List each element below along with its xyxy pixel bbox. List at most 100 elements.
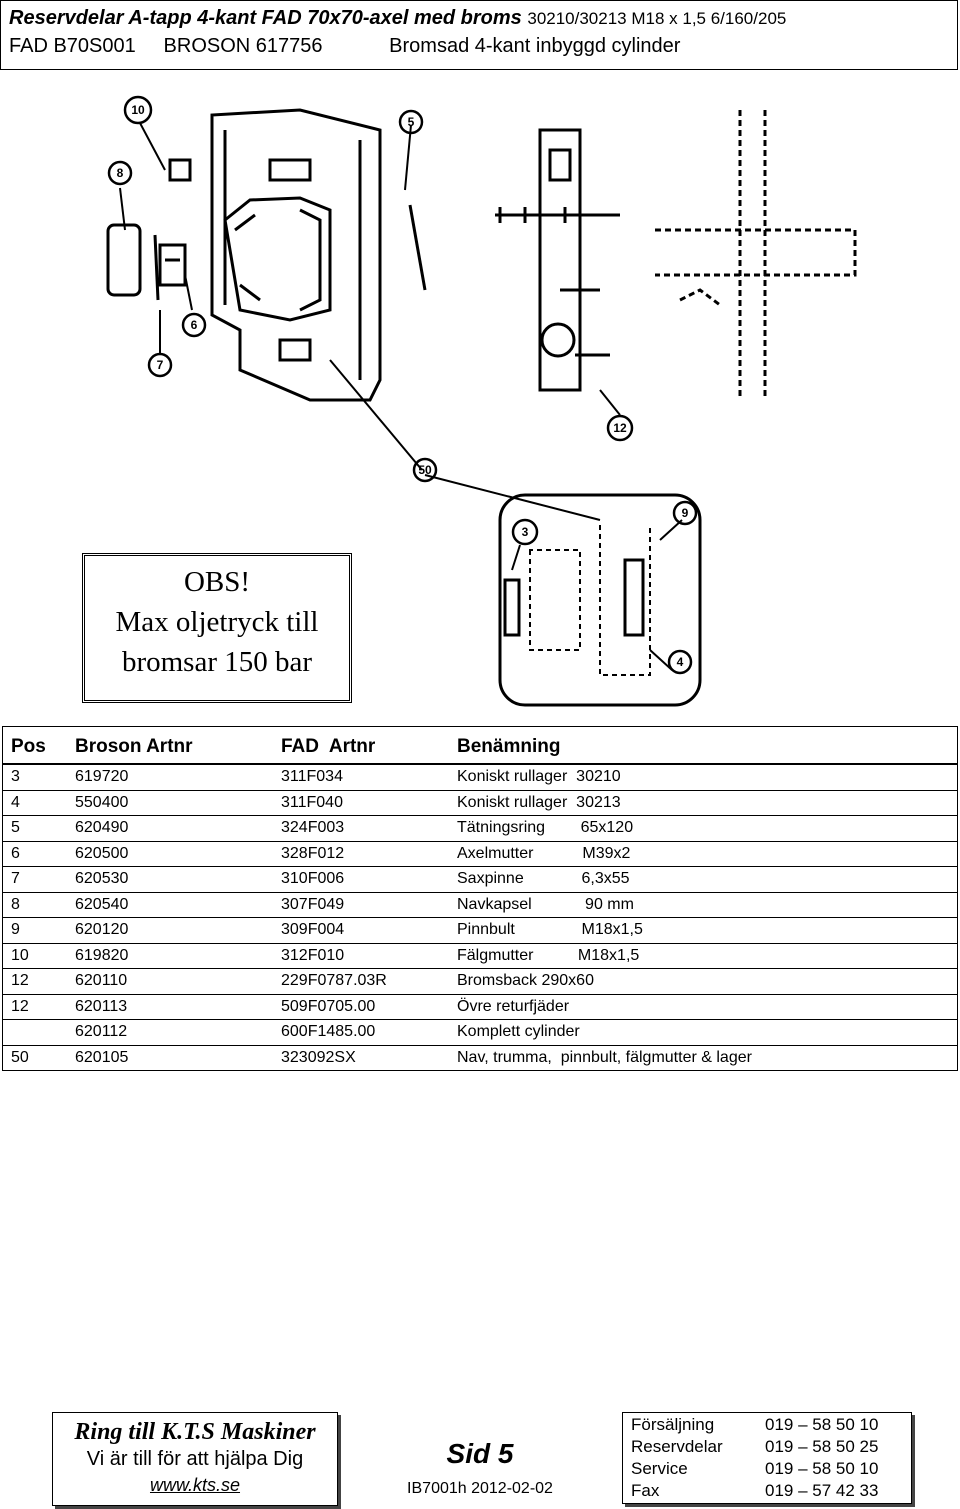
cell-fad-artnr: 310F006 <box>273 866 449 893</box>
cell-benamning: Pinnbult M18x1,5 <box>449 917 958 944</box>
document-spec: 30210/30213 M18 x 1,5 6/160/205 <box>527 9 787 28</box>
cell-broson-artnr: 620540 <box>67 892 273 918</box>
callout-6: 6 <box>191 318 198 332</box>
document-header: Reservdelar A-tapp 4-kant FAD 70x70-axel… <box>0 0 958 70</box>
contact-label: Service <box>631 1459 688 1478</box>
cell-broson-artnr: 620113 <box>67 994 273 1020</box>
cell-broson-artnr: 619720 <box>67 763 273 791</box>
cell-pos: 12 <box>2 994 67 1020</box>
cell-benamning: Övre returfjäder <box>449 994 958 1020</box>
cell-fad-artnr: 600F1485.00 <box>273 1019 449 1046</box>
callout-8: 8 <box>117 166 124 180</box>
contact-phone: 019 – 58 50 25 <box>765 1437 879 1456</box>
notice-line-2: Max oljetryck till <box>115 606 319 638</box>
cell-broson-artnr: 620105 <box>67 1045 273 1071</box>
company-callout: Ring till K.T.S Maskiner <box>74 1419 316 1445</box>
cell-benamning: Komplett cylinder <box>449 1019 958 1046</box>
detail-inset-drawing <box>498 493 702 707</box>
cell-pos: 3 <box>2 763 67 791</box>
callout-5: 5 <box>408 115 415 129</box>
cell-benamning: Nav, trumma, pinnbult, fälgmutter & lage… <box>449 1045 958 1071</box>
website-link[interactable]: www.kts.se <box>149 1475 241 1495</box>
cell-pos: 4 <box>2 790 67 816</box>
contact-label: Fax <box>631 1481 660 1500</box>
cell-broson-artnr: 620530 <box>67 866 273 893</box>
cell-broson-artnr: 550400 <box>67 790 273 816</box>
contact-label: Reservdelar <box>631 1437 723 1456</box>
callout-4: 4 <box>677 655 684 669</box>
hub-drum-drawing <box>106 108 382 402</box>
col-header-fad-artnr: FAD Artnr <box>273 726 449 765</box>
document-code: IB7001h 2012-02-02 <box>407 1480 553 1497</box>
pressure-notice-box: OBS! Max oljetryck till bromsar 150 bar <box>82 553 352 703</box>
cell-benamning: Tätningsring 65x120 <box>449 815 958 842</box>
notice-line-3: bromsar 150 bar <box>121 646 313 678</box>
cell-fad-artnr: 311F040 <box>273 790 449 816</box>
cell-fad-artnr: 307F049 <box>273 892 449 918</box>
axle-drawing <box>655 110 857 400</box>
brake-plate-drawing <box>408 128 620 392</box>
contact-phone-box: Försäljning 019 – 58 50 10 Reservdelar 019… <box>622 1412 912 1504</box>
page-info: Sid 5 IB7001h 2012-02-02 <box>380 1438 580 1498</box>
callout-50: 50 <box>418 463 432 477</box>
contact-promo-box: Ring till K.T.S Maskiner Vi är till för … <box>52 1412 338 1506</box>
cell-pos <box>2 1019 67 1046</box>
cell-pos: 7 <box>2 866 67 893</box>
cell-fad-artnr: 312F010 <box>273 943 449 969</box>
col-header-pos: Pos <box>2 726 67 765</box>
cell-broson-artnr: 619820 <box>67 943 273 969</box>
cell-pos: 6 <box>2 841 67 867</box>
header-title-line: Reservdelar A-tapp 4-kant FAD 70x70-axel… <box>9 7 786 30</box>
cell-fad-artnr: 311F034 <box>273 763 449 791</box>
cell-benamning: Bromsback 290x60 <box>449 968 958 995</box>
cell-broson-artnr: 620110 <box>67 968 273 995</box>
contact-phone: 019 – 58 50 10 <box>765 1415 879 1434</box>
document-title: Reservdelar A-tapp 4-kant FAD 70x70-axel… <box>9 7 522 29</box>
callout-12: 12 <box>613 421 627 435</box>
cell-fad-artnr: 323092SX <box>273 1045 449 1071</box>
cell-fad-artnr: 509F0705.00 <box>273 994 449 1020</box>
cell-benamning: Axelmutter M39x2 <box>449 841 958 867</box>
parts-table-header: Pos Broson Artnr FAD Artnr Benämning <box>2 726 958 765</box>
contact-phone: 019 – 58 50 10 <box>765 1459 879 1478</box>
callout-9: 9 <box>682 506 689 520</box>
callout-3: 3 <box>522 525 529 539</box>
document-subtitle: FAD B70S001 BROSON 617756 Bromsad 4-kant… <box>9 35 681 57</box>
company-tagline: Vi är till för att hjälpa Dig <box>86 1448 304 1470</box>
contact-row: Reservdelar 019 – 58 50 25 <box>631 1436 911 1458</box>
cell-pos: 12 <box>2 968 67 995</box>
contact-label: Försäljning <box>631 1415 715 1434</box>
cell-broson-artnr: 620112 <box>67 1019 273 1046</box>
cell-fad-artnr: 229F0787.03R <box>273 968 449 995</box>
cell-benamning: Saxpinne 6,3x55 <box>449 866 958 893</box>
cell-fad-artnr: 324F003 <box>273 815 449 842</box>
col-header-broson-artnr: Broson Artnr <box>67 726 273 765</box>
cell-pos: 5 <box>2 815 67 842</box>
callout-circles <box>107 95 698 675</box>
cell-fad-artnr: 328F012 <box>273 841 449 867</box>
contact-row: Försäljning 019 – 58 50 10 <box>631 1414 911 1436</box>
cell-pos: 9 <box>2 917 67 944</box>
cell-pos: 10 <box>2 943 67 969</box>
callout-labels: 10 5 8 6 7 12 50 3 9 4 <box>117 103 689 669</box>
cell-benamning: Fälgmutter M18x1,5 <box>449 943 958 969</box>
contact-row: Service 019 – 58 50 10 <box>631 1458 911 1480</box>
cell-benamning: Koniskt rullager 30210 <box>449 763 958 791</box>
cell-pos: 8 <box>2 892 67 918</box>
page-number: Sid 5 <box>446 1438 514 1469</box>
